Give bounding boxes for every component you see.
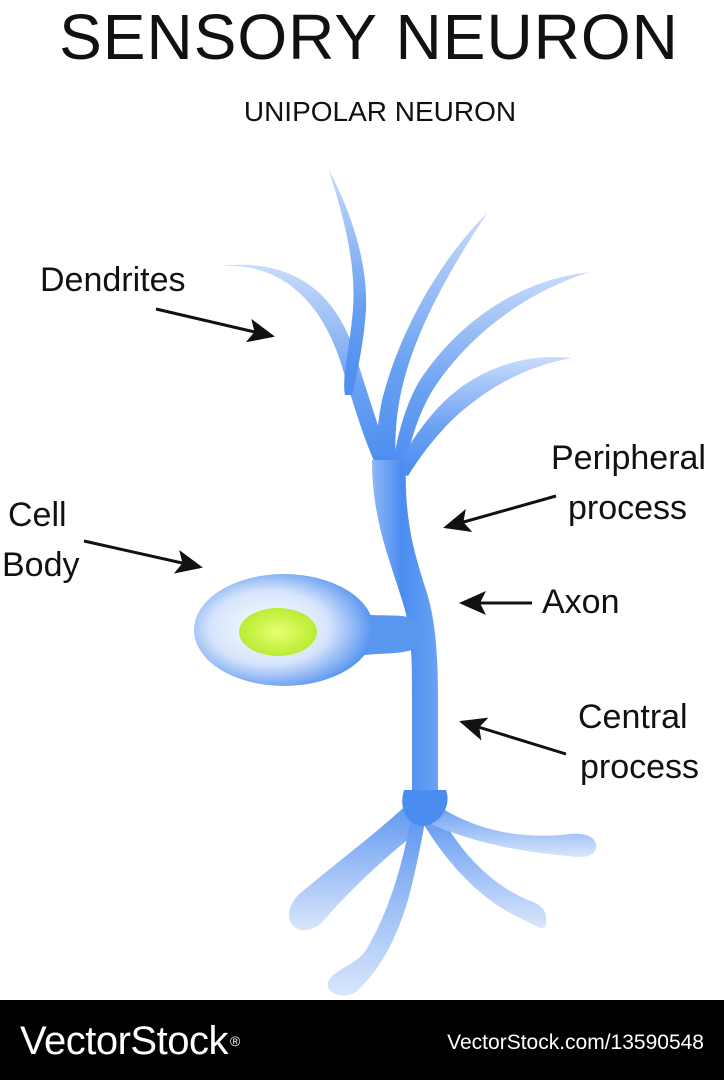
peripheral-arrow (443, 494, 557, 533)
label-peripheral-line2: process (568, 489, 688, 527)
label-dendrites: Dendrites (40, 260, 186, 300)
label-peripheral-process: Peripheral process (551, 438, 706, 528)
diagram-title: SENSORY NEURON (59, 1, 679, 73)
central-arrow (459, 717, 567, 756)
terminal-root-right (426, 800, 597, 858)
label-central-line2: process (580, 748, 700, 786)
axon-terminals (289, 790, 597, 996)
dendrites-group (220, 168, 590, 476)
registered-mark: ® (229, 1033, 240, 1049)
brand-text: VectorStock (20, 1019, 228, 1063)
dendrite-tall (328, 168, 367, 395)
dendrite-middle (377, 212, 488, 470)
label-axon: Axon (542, 582, 620, 622)
label-cell-line1: Cell (8, 496, 67, 534)
dendrite-left (220, 264, 392, 470)
diagram-subtitle: UNIPOLAR NEURON (243, 96, 517, 127)
label-cell-body: Cell Body (2, 495, 80, 585)
image-id: VectorStock.com/13590548 (447, 1031, 704, 1054)
terminal-root-center-left (327, 812, 426, 996)
dendrites-arrow (155, 307, 275, 343)
label-central-process: Central process (578, 697, 699, 787)
dendrite-right-upper (392, 272, 590, 472)
dendrite-right-lower (396, 356, 572, 476)
label-axon-text: Axon (542, 583, 620, 621)
label-peripheral-line1: Peripheral (551, 439, 706, 477)
label-dendrites-text: Dendrites (40, 261, 186, 299)
cell-body-arrow (83, 539, 203, 574)
axon-shaft (372, 460, 438, 790)
nucleus (239, 608, 317, 656)
terminal-root-center-right (420, 810, 547, 929)
watermark-footer: VectorStock® VectorStock.com/13590548 (0, 1000, 724, 1080)
label-central-line1: Central (578, 698, 688, 736)
label-cell-line2: Body (2, 546, 80, 584)
vectorstock-logo: VectorStock® (20, 1018, 240, 1064)
terminal-root-left (289, 800, 420, 931)
terminal-hub (402, 790, 448, 826)
arrows-group (83, 307, 567, 756)
neuron-diagram (83, 168, 597, 996)
